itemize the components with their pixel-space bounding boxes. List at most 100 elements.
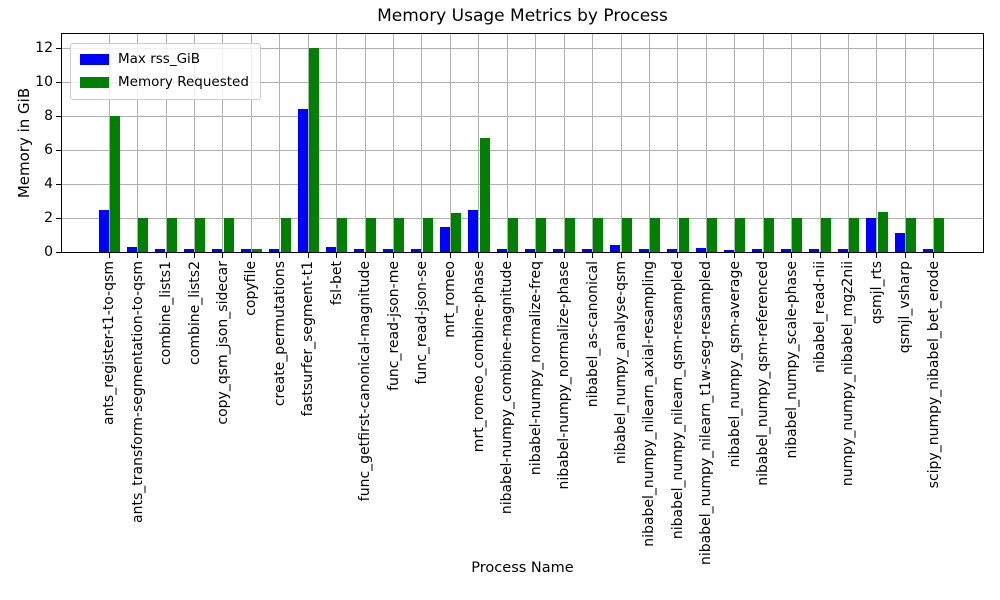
bar-max-rss xyxy=(724,249,735,252)
bar-max-rss xyxy=(780,248,791,252)
bar-max-rss xyxy=(325,246,336,252)
h-gridline xyxy=(62,81,983,83)
x-tick-label: nibabel_read-nii xyxy=(812,261,829,373)
bar-memory-requested xyxy=(138,218,149,252)
bar-memory-requested xyxy=(564,218,575,252)
x-tick-label: scipy_numpy_nibabel_bet_erode xyxy=(925,261,942,489)
x-tick-mark xyxy=(108,253,110,258)
v-gridline xyxy=(108,34,110,252)
x-tick-label: nibabel_numpy_analyse-qsm xyxy=(613,261,630,465)
x-tick-mark xyxy=(563,253,565,258)
bar-max-rss xyxy=(752,249,763,252)
bar-max-rss xyxy=(581,249,592,252)
bar-memory-requested xyxy=(906,218,917,252)
bar-max-rss xyxy=(923,248,934,252)
x-tick-mark xyxy=(819,253,821,258)
y-tick-label: 8 xyxy=(44,108,53,125)
bar-memory-requested xyxy=(763,218,774,252)
x-tick-mark xyxy=(336,253,338,258)
x-tick-label: copy_qsm_json_sidecar xyxy=(214,261,231,425)
v-gridline xyxy=(620,34,622,252)
bar-memory-requested xyxy=(707,218,718,252)
bar-memory-requested xyxy=(735,218,746,252)
x-tick-label: nibabel_numpy_qsm-average xyxy=(726,261,743,468)
legend-entry: Max rss_GiB xyxy=(80,52,249,67)
bar-max-rss xyxy=(269,248,280,252)
bar-memory-requested xyxy=(308,48,319,252)
x-tick-label: nibabel_numpy_scale-phase xyxy=(783,261,800,459)
v-gridline xyxy=(279,34,281,252)
bar-memory-requested xyxy=(195,218,206,252)
v-gridline xyxy=(734,34,736,252)
v-gridline xyxy=(819,34,821,252)
v-gridline xyxy=(364,34,366,252)
y-tick-mark xyxy=(56,47,61,49)
x-tick-mark xyxy=(194,253,196,258)
x-tick-label: combine_lists2 xyxy=(186,261,203,365)
x-tick-mark xyxy=(137,253,139,258)
v-gridline xyxy=(592,34,594,252)
bar-max-rss xyxy=(411,249,422,252)
y-tick-label: 12 xyxy=(35,40,53,57)
bar-max-rss xyxy=(439,226,450,252)
x-tick-label: func_read-json-se xyxy=(413,261,430,385)
x-tick-mark xyxy=(393,253,395,258)
x-tick-mark xyxy=(677,253,679,258)
bar-memory-requested xyxy=(223,218,234,252)
bar-max-rss xyxy=(837,249,848,252)
x-tick-mark xyxy=(279,253,281,258)
x-tick-mark xyxy=(592,253,594,258)
bar-memory-requested xyxy=(451,212,462,252)
bar-memory-requested xyxy=(820,218,831,252)
bar-memory-requested xyxy=(109,116,120,252)
x-tick-label: ants_transform-segmentation-to-qsm xyxy=(129,261,146,523)
x-tick-label: ants_register-t1-to-qsm xyxy=(101,261,118,426)
h-gridline xyxy=(62,115,983,117)
bar-memory-requested xyxy=(593,218,604,252)
v-gridline xyxy=(449,34,451,252)
x-tick-mark xyxy=(449,253,451,258)
bar-max-rss xyxy=(240,248,251,252)
x-tick-label: mrt_romeo xyxy=(442,261,459,338)
x-tick-mark xyxy=(705,253,707,258)
x-tick-mark xyxy=(506,253,508,258)
x-tick-mark xyxy=(250,253,252,258)
chart-title: Memory Usage Metrics by Process xyxy=(377,6,668,26)
x-tick-label: qsmjl_rts xyxy=(868,261,885,325)
y-tick-mark xyxy=(56,149,61,151)
x-tick-label: qsmjl_vsharp xyxy=(897,261,914,354)
v-gridline xyxy=(847,34,849,252)
y-tick-mark xyxy=(56,81,61,83)
bar-max-rss xyxy=(638,249,649,252)
bar-memory-requested xyxy=(479,138,490,252)
x-tick-label: nibabel_numpy_nilearn_t1w-seg-resampled xyxy=(698,261,715,565)
bar-memory-requested xyxy=(422,218,433,252)
bar-max-rss xyxy=(610,245,621,252)
bar-max-rss xyxy=(525,249,536,252)
bar-max-rss xyxy=(297,109,308,252)
v-gridline xyxy=(250,34,252,252)
bar-memory-requested xyxy=(365,218,376,252)
v-gridline xyxy=(762,34,764,252)
y-tick-label: 2 xyxy=(44,210,53,227)
x-axis-label: Process Name xyxy=(471,560,574,576)
bar-memory-requested xyxy=(337,218,348,252)
bar-max-rss xyxy=(553,248,564,252)
v-gridline xyxy=(307,34,309,252)
x-tick-label: nibabel_numpy_nilearn_axial-resampling xyxy=(641,261,658,547)
v-gridline xyxy=(194,34,196,252)
v-gridline xyxy=(421,34,423,252)
x-tick-mark xyxy=(876,253,878,258)
y-tick-mark xyxy=(56,115,61,117)
v-gridline xyxy=(677,34,679,252)
bar-memory-requested xyxy=(280,218,291,252)
x-tick-label: combine_lists1 xyxy=(158,261,175,365)
bar-max-rss xyxy=(126,246,137,252)
bar-max-rss xyxy=(212,249,223,252)
bar-max-rss xyxy=(382,249,393,252)
h-gridline xyxy=(62,149,983,151)
legend-label: Max rss_GiB xyxy=(118,51,201,67)
v-gridline xyxy=(535,34,537,252)
